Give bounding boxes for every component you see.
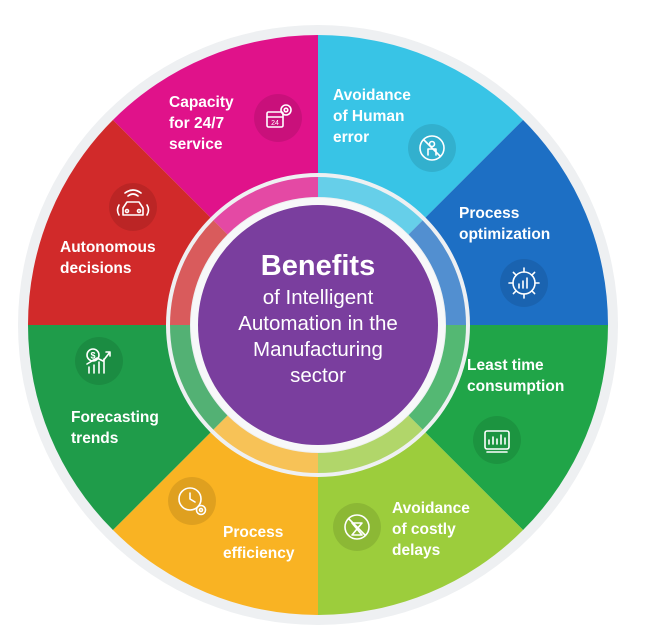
segment-forecasting [28,325,211,531]
label-time: Least time consumption [467,357,564,395]
svg-text:decisions: decisions [60,260,132,277]
svg-text:optimization: optimization [459,226,550,243]
label-delays: Avoidance of costly delays [392,500,470,559]
segment-time [425,325,608,531]
svg-text:delays: delays [392,542,440,559]
svg-text:service: service [169,136,223,153]
inner-color-ring [170,177,466,473]
autonomous-car-icon [109,183,157,231]
no-person-icon [408,124,456,172]
label-autonomous: Autonomous decisions [60,239,156,277]
dashboard-icon [473,416,521,464]
calendar-gear-icon: 24 [254,94,302,142]
svg-text:Autonomous: Autonomous [60,239,156,256]
center-line-2: Automation in the [238,312,398,335]
svg-text:trends: trends [71,430,118,447]
center-line-1: of Intelligent [263,286,374,309]
label-forecasting: Forecasting trends [71,409,159,447]
center-line-3: Manufacturing [253,338,383,361]
svg-text:24: 24 [271,120,279,127]
segment-capacity [112,35,319,218]
center-title: Benefits [261,250,375,282]
outer-segments [28,35,608,615]
center-disc [198,205,438,445]
svg-text:error: error [333,129,369,146]
label-human-error: Avoidance of Human error [333,87,411,146]
inner-ring-arc [318,415,423,473]
segment-efficiency [112,432,319,615]
svg-text:Process: Process [223,524,283,541]
svg-text:Capacity: Capacity [169,94,234,111]
segment-human-error [318,35,524,218]
svg-text:Process: Process [459,205,519,222]
no-delay-icon [333,503,381,551]
inner-ring-arc [170,325,228,430]
segment-optimization [425,119,608,326]
gear-chart-icon [500,259,548,307]
label-efficiency: Process efficiency [223,524,295,562]
svg-text:of Human: of Human [333,108,404,125]
inner-ring-arc [318,177,423,235]
clock-gear-icon [168,477,216,525]
svg-text:efficiency: efficiency [223,545,295,562]
inner-ring-arc [408,220,466,325]
svg-text:consumption: consumption [467,378,564,395]
svg-text:Forecasting: Forecasting [71,409,159,426]
label-optimization: Process optimization [459,205,550,243]
segment-autonomous [28,119,211,326]
inner-ring-arc [170,220,228,325]
label-capacity: Capacity for 24/7 service [169,94,234,153]
inner-ring-arc [213,177,318,235]
svg-text:of costly: of costly [392,521,456,538]
svg-text:Avoidance: Avoidance [333,87,411,104]
dollar-growth-icon: $ [75,337,123,385]
inner-ring-arc [408,325,466,430]
svg-text:Avoidance: Avoidance [392,500,470,517]
svg-text:for 24/7: for 24/7 [169,115,224,132]
svg-text:$: $ [90,351,95,361]
inner-ring-arc [213,415,318,473]
svg-text:Least time: Least time [467,357,544,374]
segment-delays [318,432,524,615]
center-line-4: sector [290,364,346,387]
